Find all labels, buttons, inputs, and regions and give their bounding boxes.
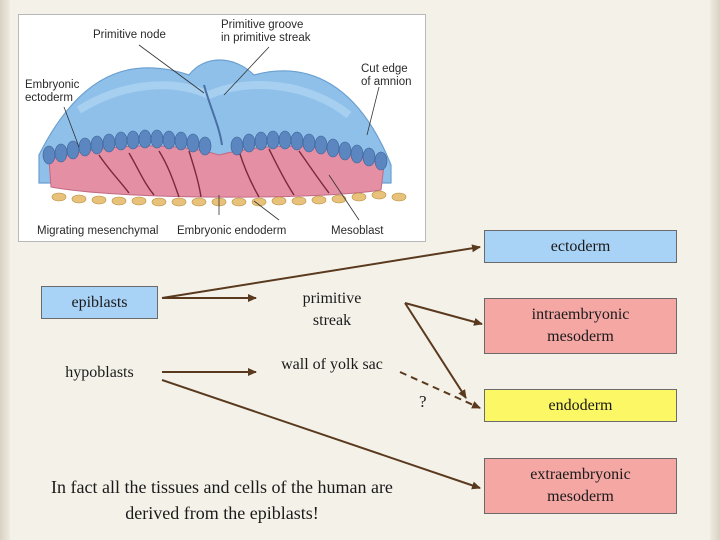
label-primitive-groove: Primitive groove in primitive streak: [221, 19, 311, 44]
leader-lines: [63, 44, 380, 221]
box-ectoderm: ectoderm: [484, 230, 677, 263]
box-epiblasts: epiblasts: [41, 286, 158, 319]
label-mesoblast: Mesoblast: [331, 225, 384, 237]
footnote-text: In fact all the tissues and cells of the…: [51, 477, 393, 523]
ectoderm-cells: [42, 129, 388, 171]
arrow-streak-endoderm: [404, 302, 467, 399]
question-mark: ?: [419, 392, 427, 411]
label-embryonic-ectoderm: Embryonic ectoderm: [25, 79, 80, 104]
arrow-streak-intraembryonic: [404, 302, 483, 326]
arrow-epiblasts-ectoderm: [161, 244, 481, 299]
migrating-cells: [98, 148, 330, 198]
box-hypoblasts: hypoblasts: [65, 364, 134, 381]
arrow-yolk-sac-endoderm-dashed: [399, 371, 481, 409]
primitive-groove: [203, 84, 223, 146]
intraembryonic-text: intraembryonic mesoderm: [531, 306, 630, 345]
box-wall-yolk-sac: wall of yolk sac: [281, 356, 383, 373]
primitive-streak-text: primitive streak: [302, 290, 362, 329]
box-extraembryonic-mesoderm: extraembryonic mesoderm: [484, 458, 677, 514]
slide-edge-right: [710, 0, 720, 540]
label-migrating-mesenchymal: Migrating mesenchymal: [37, 225, 159, 237]
endoderm-cells: [51, 190, 407, 207]
box-intraembryonic-mesoderm: intraembryonic mesoderm: [484, 298, 677, 354]
extraembryonic-text: extraembryonic mesoderm: [530, 466, 631, 505]
embryo-cross-section: [19, 15, 425, 241]
label-embryonic-endoderm: Embryonic endoderm: [177, 225, 287, 237]
label-cut-edge-amnion: Cut edge of amnion: [361, 63, 412, 88]
embryo-illustration: Primitive node Primitive groove in primi…: [18, 14, 426, 242]
box-endoderm: endoderm: [484, 389, 677, 422]
label-primitive-node: Primitive node: [93, 29, 166, 41]
arrow-hypoblasts-extraembryonic: [161, 379, 481, 490]
slide-edge-left: [0, 0, 10, 540]
box-primitive-streak: primitive streak: [262, 280, 402, 340]
